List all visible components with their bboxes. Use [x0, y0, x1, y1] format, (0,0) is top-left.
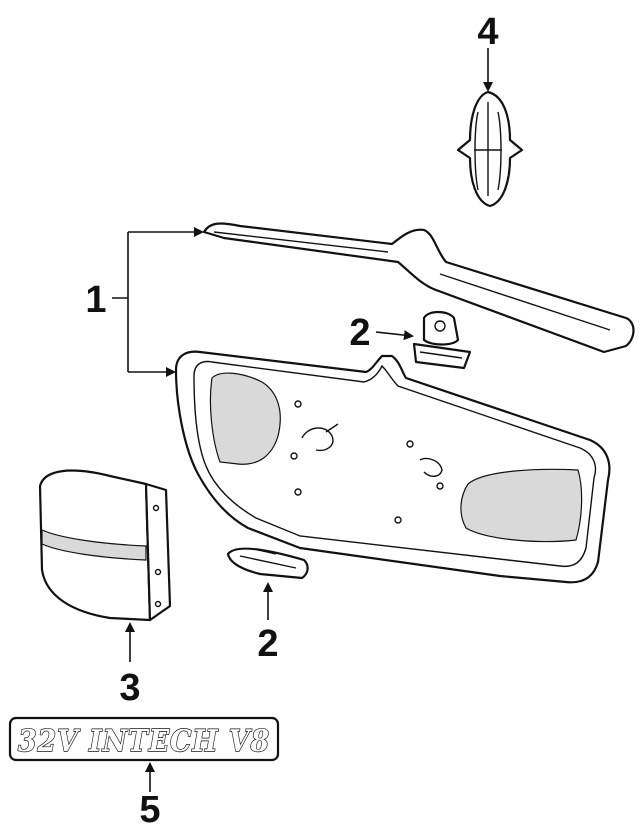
clip-part-upper[interactable]	[412, 310, 472, 370]
callout-4: 4	[477, 11, 498, 53]
callout-1: 1	[85, 279, 106, 321]
callout-2-lower: 2	[257, 623, 278, 665]
leader-lines	[112, 48, 493, 792]
callout-2-upper: 2	[349, 312, 370, 354]
bracket-part-lower[interactable]	[226, 547, 309, 580]
emblem-part[interactable]	[456, 90, 524, 208]
nameplate-badge-part[interactable]: 32V INTECH V8	[8, 716, 280, 762]
side-lamp-part[interactable]	[38, 469, 172, 622]
callout-3: 3	[119, 667, 140, 709]
badge-label: 32V INTECH V8	[18, 724, 270, 759]
callout-5: 5	[139, 789, 160, 830]
applique-panel-part[interactable]	[174, 350, 611, 584]
molding-strip-part[interactable]	[202, 222, 635, 354]
